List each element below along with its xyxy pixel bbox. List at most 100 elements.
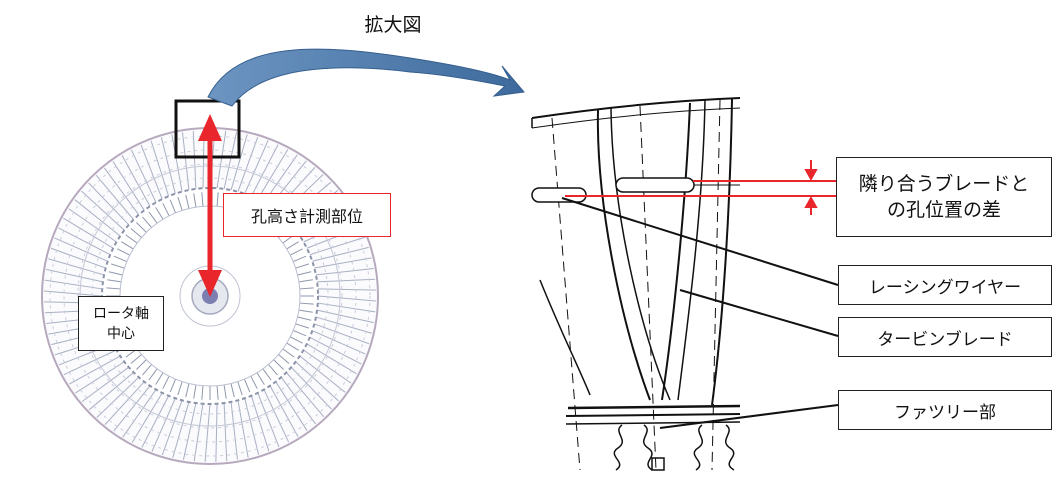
tooth-line [289,336,303,344]
tooth-line [297,271,312,276]
tooth-line [162,375,170,389]
turbine-blade-label-box: タービンブレード [838,317,1052,357]
leader-fir-tree [659,404,839,429]
tooth-line [130,354,142,364]
position-diff-label-box: 隣り合うブレードと の孔位置の差 [836,157,1052,237]
outer-blade-ring [44,130,376,462]
tooth-line [106,287,121,290]
blade-line [113,385,151,432]
tooth-line [216,192,219,207]
tooth-line [148,368,158,381]
blade-line [182,402,197,460]
tooth-line [193,193,197,208]
tooth-line [268,364,278,376]
curved-arrow [207,48,525,107]
tooth-line [286,241,299,250]
tooth-line [298,309,313,313]
tooth-line [243,378,251,393]
tooth-line [162,203,170,217]
blade-line [223,132,238,190]
tooth-line [237,381,243,396]
tooth-line [193,384,197,399]
blade-line [215,403,218,462]
tooth-line [295,323,310,329]
position-diff-label-line2: の孔位置の差 [886,199,1001,221]
blade-line [172,401,190,458]
rotor-axis-label-line1: ロータ軸 [93,305,149,322]
blade-line [257,392,280,448]
tooth-line [110,263,125,269]
tooth-line [289,248,303,256]
blade-line [68,208,117,243]
blade-line [96,376,140,418]
blade-line [204,403,211,462]
position-diff-label-line1: 隣り合うブレードと [858,173,1030,195]
blade-line [250,395,270,452]
blade-line [317,278,376,283]
tooth-line [185,194,190,209]
tooth-line [292,255,307,263]
tooth-line [201,385,204,400]
tooth-line [278,354,290,364]
turbine-blade-label: タービンブレード [877,329,1013,350]
blade-line [312,246,369,262]
blade-line [269,385,299,437]
tooth-line [117,248,131,256]
tooth-line [113,255,128,263]
fir-tree-label: ファツリー部 [894,402,996,423]
tooth-line [230,383,235,398]
blade-line [263,389,290,443]
blade-line [315,316,372,334]
blade-line [309,336,362,365]
leader-turbine-blade [679,289,839,337]
tooth-line [136,222,147,233]
blade-line [315,268,374,276]
tooth-line [297,316,312,321]
hole-height-label-box: 孔高さ計測部位 [223,193,391,237]
lacing-wire-label-box: レーシングワイヤー [838,265,1052,305]
blade-line [314,257,372,269]
blade-line [230,134,248,191]
enlarged-blade-view [531,97,741,471]
blade-line [312,330,366,355]
blade-line [130,149,157,203]
tooth-line [121,241,134,250]
rotor-axis-label-line2: 中心 [107,325,135,342]
blade-line [216,130,227,189]
tooth-line [177,196,183,211]
tooth-line [292,329,307,337]
tooth-line [295,263,310,269]
blade-line [121,155,151,207]
tooth-line [169,378,177,393]
blade-line [81,366,130,403]
tooth-line [299,302,314,305]
tooth-line [282,348,295,358]
blade-line [54,237,108,262]
tooth-line [169,199,177,214]
hole-height-arrow [198,114,222,297]
blade-line [112,161,145,211]
leader-lines [561,197,839,429]
tooth-line [107,279,122,283]
tooth-line [155,372,164,385]
rotor-axis-label-box: ロータ軸 中心 [78,296,164,351]
hole-position-diff-lines [565,160,836,215]
tooth-line [201,192,204,207]
tooth-line [125,234,138,244]
tooth-line [142,364,152,376]
tooth-line [273,359,284,370]
tooth-line [148,211,158,224]
tooth-line [216,385,219,400]
tooth-line [177,381,183,396]
tooth-line [108,271,123,276]
blade-line [150,140,170,197]
blade-ring-line [49,135,371,457]
blade-line [237,136,259,192]
tooth-line [299,287,314,290]
blade-line [306,343,357,375]
blade-line [50,247,106,269]
blade-line [314,323,370,345]
blade-line [140,144,163,200]
tooth-line [298,279,313,283]
tooth-line [262,368,272,381]
